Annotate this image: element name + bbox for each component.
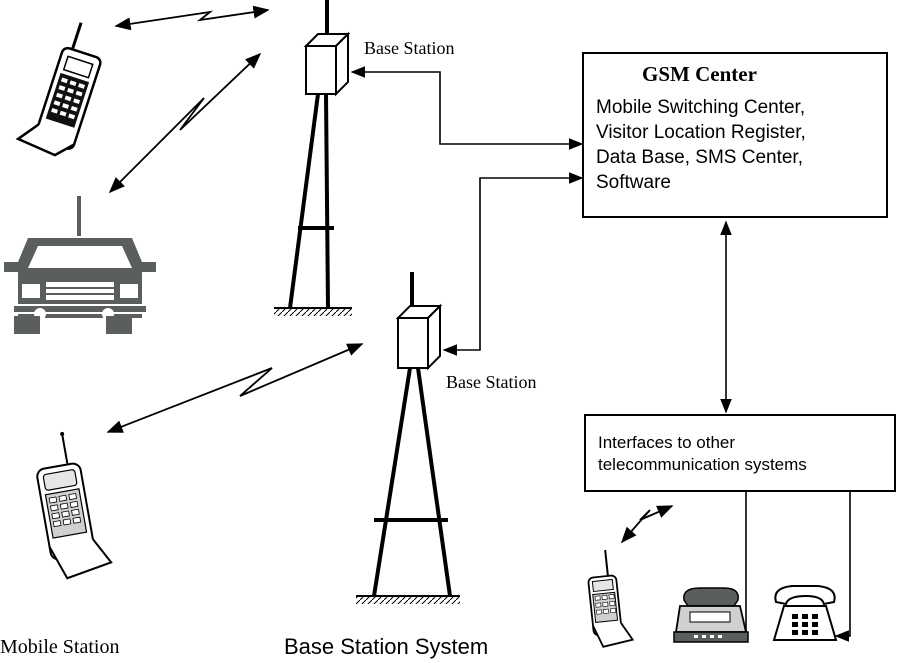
interfaces-box: Interfaces to other telecommunication sy… [584, 414, 896, 492]
gsm-center-line: Software [596, 172, 671, 193]
mobile-phone-icon [36, 431, 113, 580]
landline-link [834, 492, 851, 642]
mobile-phone-icon [15, 22, 102, 157]
mobile-station-label: Mobile Station [0, 636, 120, 658]
interfaces-line: telecommunication systems [598, 455, 807, 474]
mobile-phone-icon [587, 549, 635, 648]
wireless-link [114, 5, 270, 31]
wired-link [350, 66, 584, 150]
tower-icon [356, 272, 460, 604]
gsm-center-line: Data Base, SMS Center, [596, 147, 803, 168]
rotary-phone-icon [772, 585, 838, 641]
base-station-label: Base Station [446, 372, 537, 392]
gsm-center-box: GSM Center Mobile Switching Center, Visi… [582, 52, 888, 218]
base-station-system-label: Base Station System [284, 634, 489, 659]
base-station-label: Base Station [364, 38, 455, 58]
wireless-link [108, 52, 262, 194]
car-icon [4, 196, 156, 334]
gsm-center-title: GSM Center [642, 62, 757, 86]
wireless-link [106, 343, 364, 433]
desk-phone-icon [673, 587, 749, 643]
gsm-center-line: Mobile Switching Center, [596, 97, 806, 118]
gsm-center-line: Visitor Location Register, [596, 122, 806, 143]
wireless-link [620, 505, 674, 544]
interfaces-line: Interfaces to other [598, 433, 736, 452]
tower-icon [274, 0, 352, 316]
wired-link [442, 172, 584, 356]
